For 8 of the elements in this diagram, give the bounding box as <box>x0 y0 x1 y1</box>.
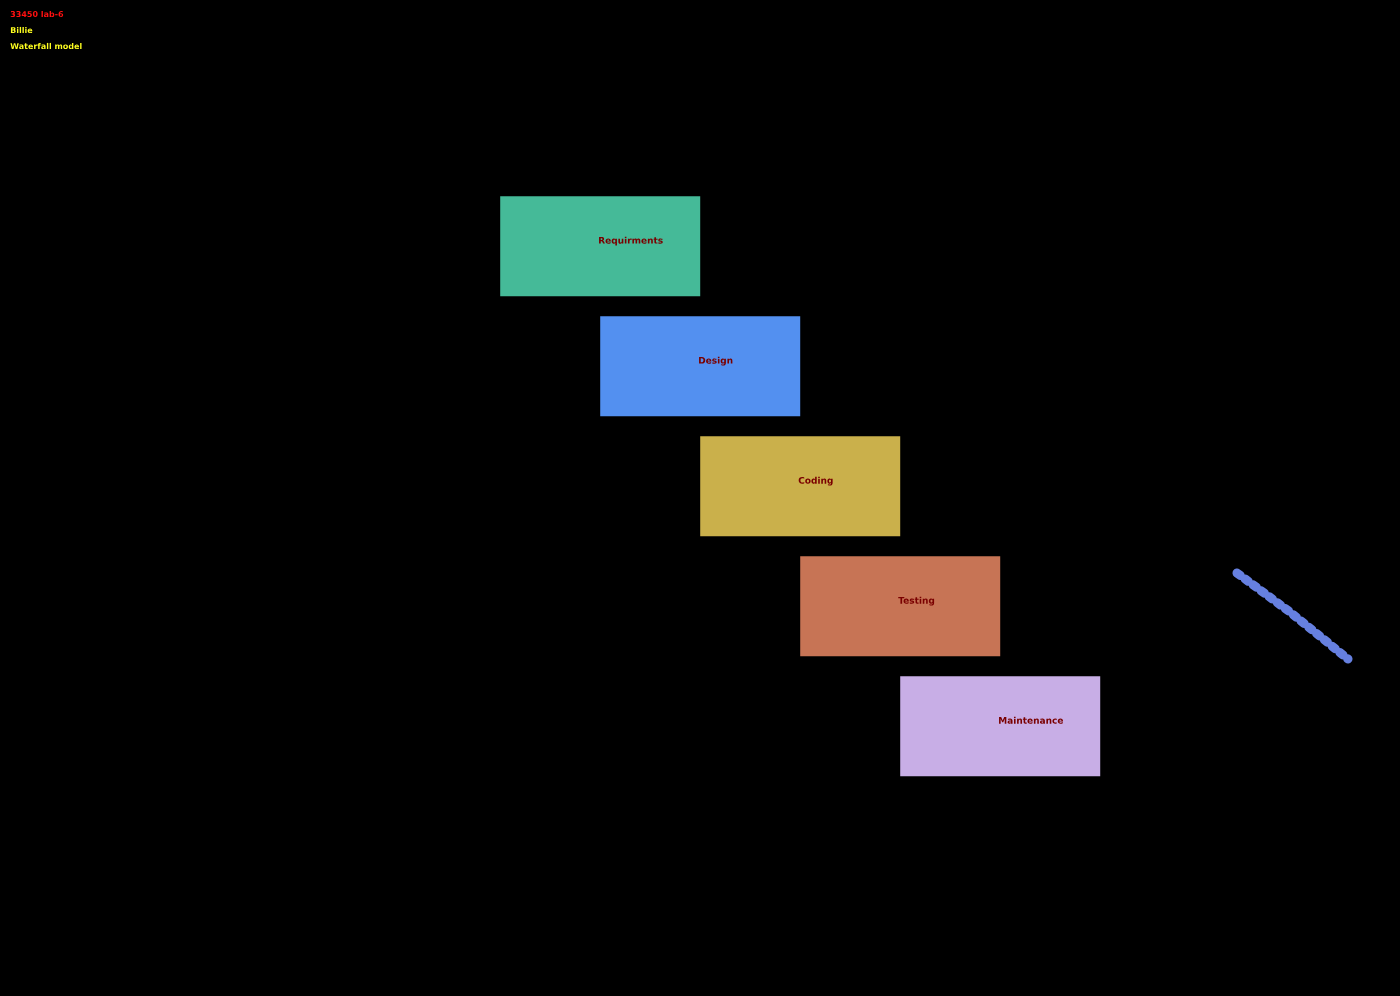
phase-box: Design <box>600 316 801 417</box>
lab-label: 33450 lab-6 <box>10 10 64 18</box>
phase-box: Testing <box>800 556 1001 657</box>
title: Waterfall model <box>10 42 82 50</box>
phase-box: Requirments <box>500 196 701 297</box>
phase-box: Maintenance <box>900 676 1101 777</box>
phase-box: Coding <box>700 436 901 537</box>
author-label: Billie <box>10 26 33 34</box>
